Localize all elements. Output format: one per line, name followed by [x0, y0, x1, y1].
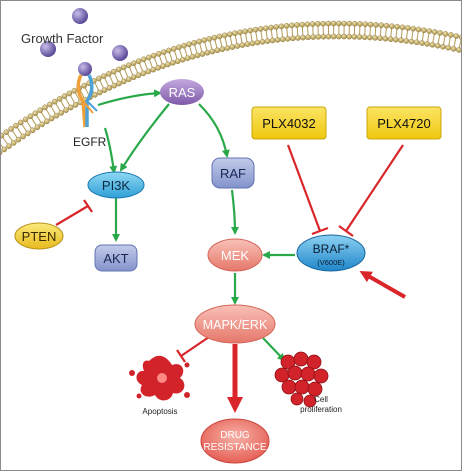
apoptosis-cell-icon	[129, 355, 190, 401]
plx4032-box	[251, 106, 327, 140]
apoptosis-label: Apoptosis	[142, 407, 177, 416]
arrow-raf-mek	[230, 189, 239, 235]
ligand-icon	[112, 45, 128, 61]
pten-node	[14, 222, 64, 250]
mapk-erk-label: MAPK/ERK	[203, 318, 268, 332]
cell-proliferation-icon	[274, 351, 329, 408]
ras-node	[160, 79, 204, 105]
pi3k-label: PI3K	[102, 178, 131, 193]
inhibit-plx4032-braf	[286, 144, 322, 232]
cell-proliferation-label-line1: Cell	[314, 395, 328, 404]
arrow-egfr-pi3k	[103, 127, 118, 174]
activation-arrows	[97, 89, 295, 362]
plx4720-box	[366, 106, 442, 140]
inhibition-lines	[55, 144, 404, 363]
braf-node	[296, 234, 366, 272]
arrow-egfr-ras	[97, 89, 162, 107]
braf-mutation-label: (V600E)	[317, 258, 345, 267]
plx4032-label: PLX4032	[262, 116, 316, 131]
mapk-erk-node	[194, 304, 276, 344]
drug-resistance-label-line2: RESISTANCE	[203, 442, 266, 453]
inhibit-plx4720-braf	[345, 144, 404, 232]
ras-label: RAS	[169, 85, 196, 100]
drug-resistance-node	[200, 418, 270, 464]
ligand-icon	[78, 62, 92, 76]
arrow-ras-raf	[198, 103, 230, 158]
pi3k-node	[87, 171, 145, 199]
inhibit-mapk-apoptosis	[180, 336, 210, 357]
raf-label: RAF	[220, 166, 246, 181]
plx4720-label: PLX4720	[377, 116, 431, 131]
ligand-icon	[40, 41, 56, 57]
raf-node	[211, 157, 255, 189]
growth-factor-ligands	[40, 8, 128, 76]
egfr-label: EGFR	[73, 135, 107, 149]
akt-node	[94, 244, 138, 272]
mek-node	[207, 238, 263, 272]
mek-label: MEK	[221, 248, 250, 263]
braf-label: BRAF*	[313, 242, 350, 256]
pten-label: PTEN	[22, 229, 57, 244]
mutation-highlight-arrow	[359, 271, 406, 299]
cell-proliferation-label-line2: proliferation	[300, 405, 342, 414]
akt-label: AKT	[103, 251, 128, 266]
arrow-mapk-proliferation	[262, 337, 286, 362]
ligand-icon	[72, 8, 88, 24]
egfr-receptor-icon	[76, 74, 98, 128]
inhibit-pten-pi3k	[55, 205, 89, 226]
arrow-ras-pi3k	[119, 103, 170, 172]
growth-factor-label: Growth Factor	[21, 31, 104, 46]
drug-resistance-label-line1: DRUG	[220, 430, 250, 441]
